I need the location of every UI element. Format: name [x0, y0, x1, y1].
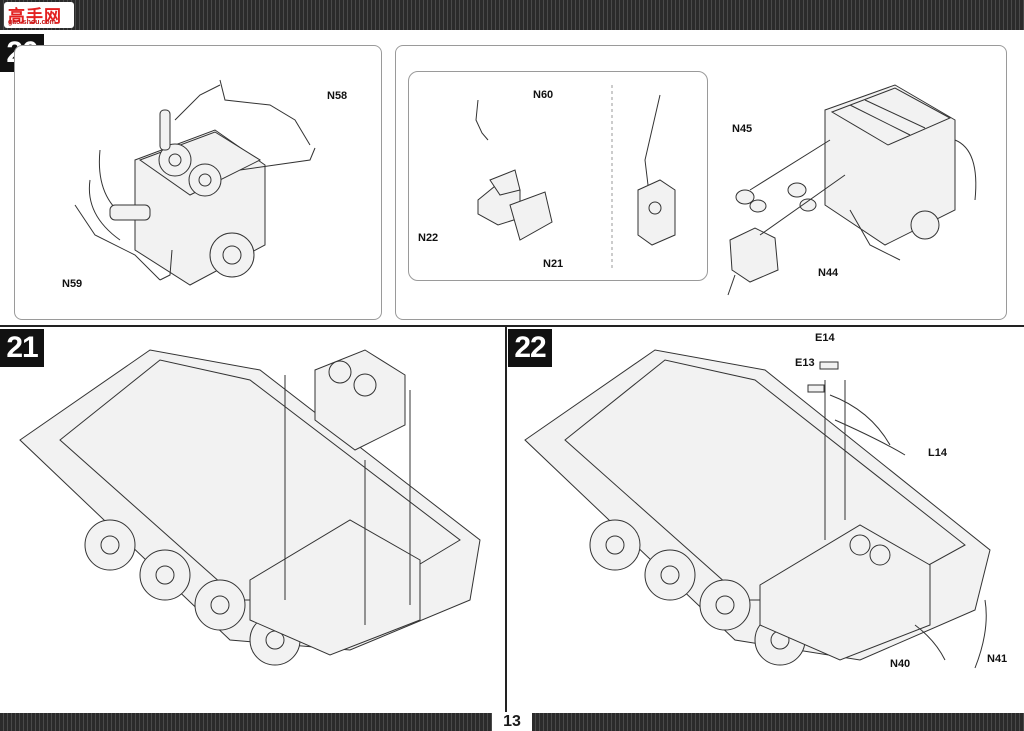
- n60-part-drawing: [475, 99, 489, 141]
- n21-box-drawing: [509, 191, 553, 241]
- part-label-n22: N22: [418, 232, 439, 244]
- watermark-url: gao-shou.com: [8, 19, 56, 26]
- step-badge-22: 22: [508, 329, 552, 367]
- part-label-n44: N44: [818, 267, 839, 279]
- part-label-n45: N45: [732, 123, 753, 135]
- part-label-n41: N41: [987, 653, 1008, 665]
- assembled-muffler-drawing: [637, 94, 676, 246]
- part-label-e13: E13: [795, 357, 815, 369]
- n22-bracket-drawing: [477, 169, 521, 226]
- n59-pipe-drawing: [74, 204, 173, 281]
- engine-detail-drawing: [824, 84, 977, 261]
- part-label-n58: N58: [327, 90, 348, 102]
- part-label-n59: N59: [62, 278, 83, 290]
- watermark-text: 高手网: [8, 7, 62, 26]
- engine-assembly-drawing: [88, 109, 266, 286]
- part-label-n21: N21: [543, 258, 564, 270]
- step-badge-21: 21: [0, 329, 44, 367]
- n45-part-drawing: [735, 189, 767, 213]
- tank-hull-drawing-22: [524, 349, 991, 669]
- section-divider-horizontal: [0, 325, 1024, 327]
- page-number: 13: [492, 712, 532, 731]
- n44-part-drawing: [787, 182, 817, 212]
- part-label-n40: N40: [890, 658, 911, 670]
- part-label-l14: L14: [928, 447, 947, 459]
- top-stripe-band: [0, 0, 1024, 30]
- e13-part-drawing: [807, 384, 825, 393]
- part-label-e14: E14: [815, 332, 835, 344]
- section-divider-vertical: [505, 325, 507, 713]
- step-20-subpanel: [408, 71, 708, 281]
- muffler-drawing: [727, 227, 779, 296]
- n58-pipe-drawing: [174, 79, 316, 171]
- tank-hull-drawing-21: [19, 349, 481, 666]
- watermark-logo: 高手网 gao-shou.com: [4, 2, 74, 28]
- e14-part-drawing: [819, 361, 839, 370]
- part-label-n60: N60: [533, 89, 554, 101]
